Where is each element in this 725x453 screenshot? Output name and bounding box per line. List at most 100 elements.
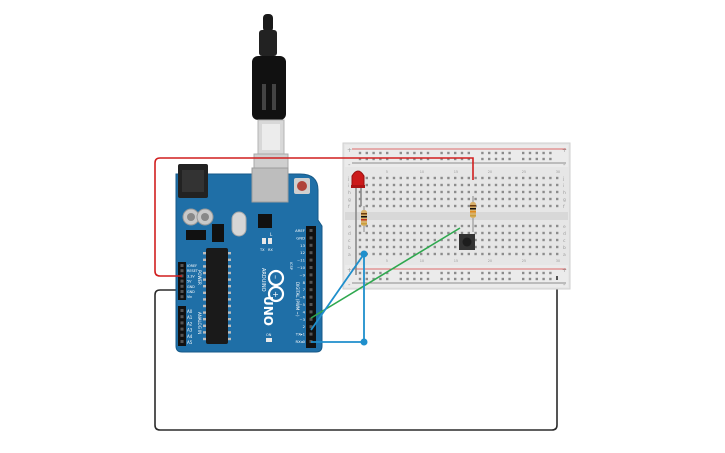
breadboard-hole[interactable] [460,151,464,155]
breadboard-hole[interactable] [549,197,552,201]
breadboard-hole[interactable] [386,224,389,228]
breadboard-hole[interactable] [440,277,443,281]
breadboard-hole[interactable] [474,197,477,201]
breadboard-hole[interactable] [454,224,457,228]
breadboard-hole[interactable] [413,271,416,275]
button-signal-wire[interactable] [310,227,461,319]
breadboard-hole[interactable] [528,238,532,242]
breadboard-hole[interactable] [508,151,511,155]
breadboard-hole[interactable] [420,224,423,228]
breadboard-hole[interactable] [358,277,362,281]
breadboard-hole[interactable] [386,252,389,256]
breadboard-hole[interactable] [399,277,402,281]
breadboard-hole[interactable] [399,238,402,242]
breadboard-hole[interactable] [447,183,450,187]
breadboard-hole[interactable] [542,204,545,208]
breadboard-hole[interactable] [358,151,362,155]
breadboard-hole[interactable] [399,231,402,235]
breadboard-hole[interactable] [386,204,389,208]
breadboard-hole[interactable] [386,238,389,242]
breadboard-hole[interactable] [501,231,504,235]
header-pin[interactable] [180,309,184,312]
breadboard-hole[interactable] [467,224,470,228]
breadboard-hole[interactable] [522,197,525,201]
breadboard-hole[interactable] [433,252,436,256]
breadboard-hole[interactable] [379,204,382,208]
breadboard-hole[interactable] [392,231,396,235]
breadboard-hole[interactable] [358,197,362,201]
breadboard-hole[interactable] [447,204,450,208]
breadboard-hole[interactable] [440,245,443,249]
breadboard-hole[interactable] [440,197,443,201]
breadboard-hole[interactable] [522,190,525,194]
breadboard-hole[interactable] [454,231,457,235]
breadboard-hole[interactable] [372,224,375,228]
breadboard-hole[interactable] [549,252,552,256]
breadboard-hole[interactable] [433,190,436,194]
breadboard-hole[interactable] [542,151,545,155]
breadboard-hole[interactable] [372,151,375,155]
breadboard-hole[interactable] [440,151,443,155]
breadboard-hole[interactable] [426,277,430,281]
header-pin[interactable] [309,273,313,277]
breadboard-hole[interactable] [460,277,464,281]
breadboard-hole[interactable] [515,252,518,256]
breadboard-hole[interactable] [358,238,362,242]
header-pin[interactable] [180,340,184,343]
breadboard-hole[interactable] [379,238,382,242]
breadboard-hole[interactable] [433,197,436,201]
breadboard-hole[interactable] [372,252,375,256]
breadboard-hole[interactable] [535,252,538,256]
breadboard-hole[interactable] [542,190,545,194]
breadboard-hole[interactable] [488,190,491,194]
breadboard-hole[interactable] [542,183,545,187]
breadboard-hole[interactable] [440,224,443,228]
breadboard-hole[interactable] [460,197,464,201]
breadboard-hole[interactable] [522,245,525,249]
breadboard-hole[interactable] [379,245,382,249]
breadboard-hole[interactable] [372,204,375,208]
header-pin[interactable] [309,288,313,292]
breadboard-hole[interactable] [481,183,484,187]
breadboard-hole[interactable] [413,183,416,187]
breadboard-hole[interactable] [358,190,362,194]
breadboard-hole[interactable] [433,176,436,180]
breadboard-hole[interactable] [379,157,382,161]
breadboard-hole[interactable] [522,224,525,228]
breadboard-hole[interactable] [372,245,375,249]
breadboard-hole[interactable] [454,197,457,201]
breadboard-hole[interactable] [406,151,409,155]
breadboard-hole[interactable] [392,197,396,201]
breadboard-hole[interactable] [386,271,389,275]
breadboard-hole[interactable] [386,277,389,281]
breadboard-hole[interactable] [406,157,409,161]
breadboard-hole[interactable] [467,197,470,201]
red-led[interactable] [351,170,365,275]
breadboard-hole[interactable] [379,176,382,180]
usb-cable[interactable] [252,14,289,175]
breadboard-hole[interactable] [542,245,545,249]
breadboard-hole[interactable] [413,190,416,194]
breadboard-hole[interactable] [420,197,423,201]
breadboard-hole[interactable] [542,252,545,256]
breadboard-hole[interactable] [467,231,470,235]
breadboard-hole[interactable] [447,245,450,249]
breadboard-hole[interactable] [399,245,402,249]
breadboard-hole[interactable] [399,197,402,201]
breadboard-hole[interactable] [467,183,470,187]
header-pin[interactable] [309,295,313,299]
breadboard-hole[interactable] [488,231,491,235]
breadboard-hole[interactable] [386,176,389,180]
breadboard-hole[interactable] [481,271,484,275]
breadboard-hole[interactable] [488,238,491,242]
breadboard-hole[interactable] [460,271,464,275]
breadboard-hole[interactable] [556,176,559,180]
breadboard-hole[interactable] [420,238,423,242]
breadboard-hole[interactable] [365,277,368,281]
breadboard-hole[interactable] [556,197,559,201]
breadboard-hole[interactable] [535,271,538,275]
breadboard-hole[interactable] [556,245,559,249]
breadboard-hole[interactable] [433,183,436,187]
breadboard-hole[interactable] [494,271,498,275]
breadboard-hole[interactable] [379,151,382,155]
